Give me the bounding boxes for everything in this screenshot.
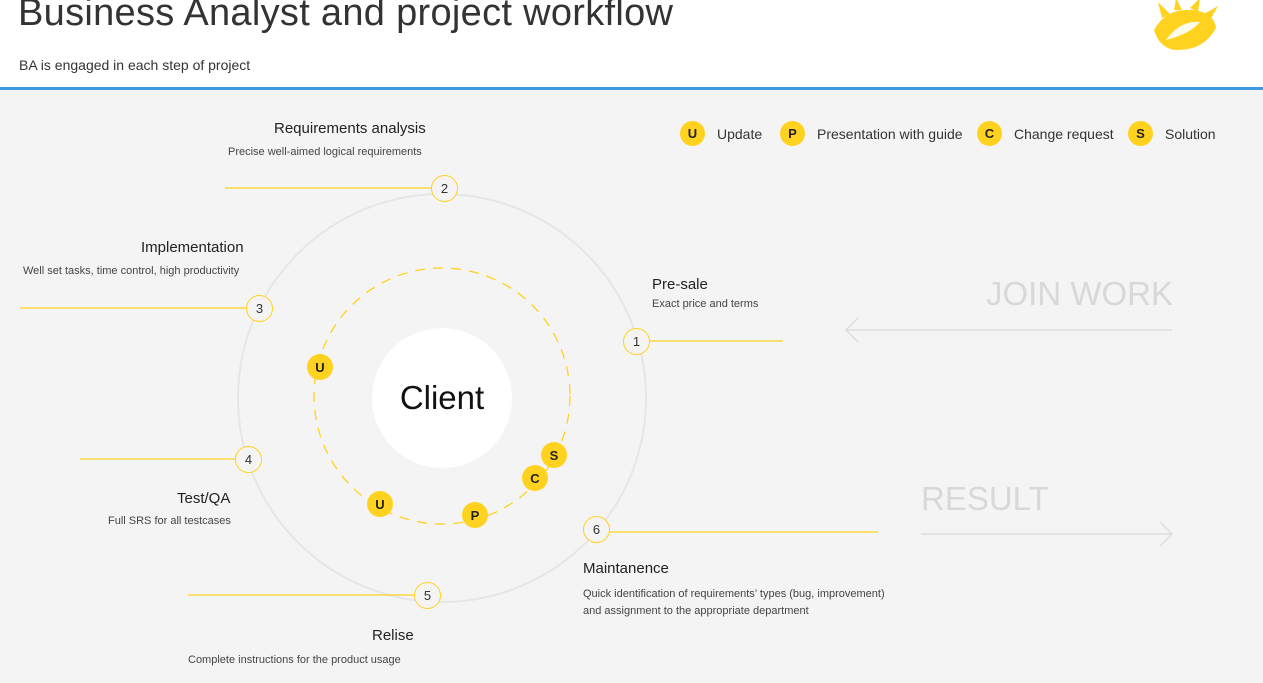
step-number-1: 1	[623, 328, 650, 355]
orbit-badge-solution: S	[541, 442, 567, 468]
step-number-2: 2	[431, 175, 458, 202]
orbit-badge-update: U	[307, 354, 333, 380]
join-arrow	[844, 317, 1172, 343]
orbit-badge-change-request: C	[522, 465, 548, 491]
legend-change-request: C Change request	[977, 121, 1114, 146]
step-number-5: 5	[414, 582, 441, 609]
step-desc-presale: Exact price and terms	[652, 298, 759, 310]
client-node: Client	[372, 328, 512, 468]
join-work-label: JOIN WORK	[986, 275, 1173, 312]
legend-label: Update	[717, 125, 763, 142]
result-label: RESULT	[921, 480, 1049, 517]
legend-badge: U	[680, 121, 705, 146]
inner-dashed-ring	[313, 267, 571, 525]
step-desc-maintanence-2: and assignment to the appropriate depart…	[583, 605, 809, 617]
step-number-3: 3	[246, 295, 273, 322]
orbit-badge-update: U	[367, 491, 393, 517]
legend-badge: C	[977, 121, 1002, 146]
step-title-implementation: Implementation	[141, 239, 244, 256]
step-title-testqa: Test/QA	[177, 490, 231, 507]
legend-label: Presentation with guide	[817, 125, 963, 142]
orbit-badge-presentation: P	[462, 502, 488, 528]
legend-solution: S Solution	[1128, 121, 1216, 146]
page-title: Business Analyst and project workflow	[18, 0, 674, 34]
sun-logo-icon	[1154, 0, 1218, 50]
result-arrow	[921, 521, 1174, 547]
step-title-requirements: Requirements analysis	[274, 120, 426, 137]
header: Business Analyst and project workflow BA…	[0, 0, 1263, 90]
legend-label: Solution	[1165, 125, 1216, 142]
legend-update: U Update	[680, 121, 762, 146]
step-desc-requirements: Precise well-aimed logical requirements	[228, 146, 422, 158]
step-number-6: 6	[583, 516, 610, 543]
step-title-presale: Pre-sale	[652, 276, 708, 293]
legend-badge: P	[780, 121, 805, 146]
legend-presentation: P Presentation with guide	[780, 121, 963, 146]
step-desc-relise: Complete instructions for the product us…	[188, 654, 401, 666]
step-number-4: 4	[235, 446, 262, 473]
step-desc-maintanence: Quick identification of requirements’ ty…	[583, 588, 885, 600]
legend-label: Change request	[1014, 125, 1114, 142]
legend-badge: S	[1128, 121, 1153, 146]
step-desc-implementation: Well set tasks, time control, high produ…	[23, 265, 240, 277]
page-subtitle: BA is engaged in each step of project	[19, 57, 251, 73]
step-title-relise: Relise	[372, 627, 414, 644]
step-desc-testqa: Full SRS for all testcases	[108, 515, 231, 527]
step-title-maintanence: Maintanence	[583, 560, 669, 577]
